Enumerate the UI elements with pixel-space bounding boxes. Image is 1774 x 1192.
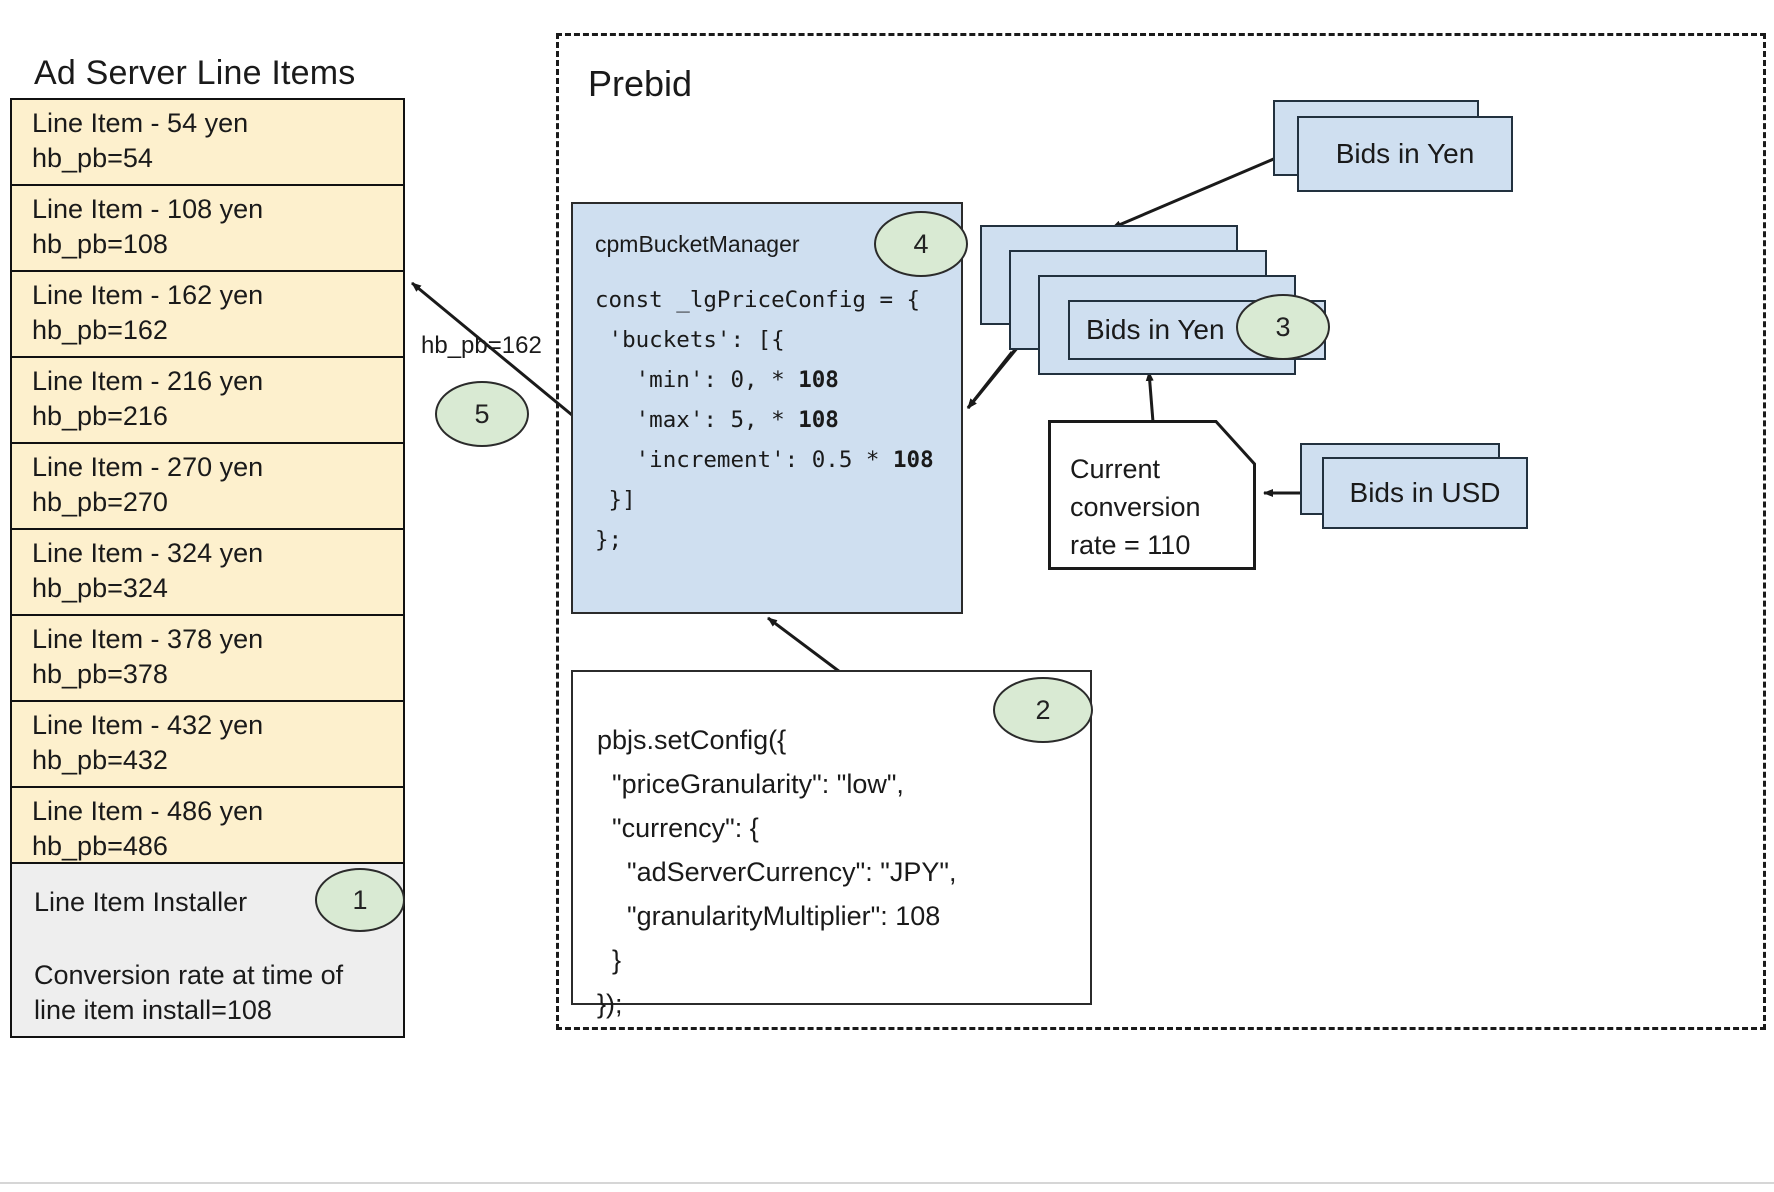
step-badge-3: 3	[1236, 294, 1330, 360]
bids-in-yen-stack-label: Bids in Yen	[1086, 314, 1225, 345]
line-item-name: Line Item - 432 yen	[32, 710, 264, 740]
list-item[interactable]: Line Item - 162 yen hb_pb=162	[12, 272, 403, 358]
line-item-name: Line Item - 378 yen	[32, 624, 264, 654]
step-badge-2: 2	[993, 677, 1093, 743]
bids-in-usd-label: Bids in USD	[1349, 477, 1501, 508]
line-item-name: Line Item - 486 yen	[32, 796, 264, 826]
cpm-bucket-manager-header: cpmBucketManager	[595, 231, 800, 257]
line-item-list: Line Item - 54 yen hb_pb=54 Line Item - …	[10, 98, 405, 960]
line-item-name: Line Item - 324 yen	[32, 538, 264, 568]
line-item-key: hb_pb=54	[32, 143, 153, 173]
line-item-key: hb_pb=486	[32, 831, 168, 861]
line-item-key: hb_pb=378	[32, 659, 168, 689]
note-line-3: rate = 110	[1070, 530, 1191, 560]
list-item[interactable]: Line Item - 216 yen hb_pb=216	[12, 358, 403, 444]
card-front[interactable]: Bids in USD	[1322, 457, 1528, 529]
set-config-box: pbjs.setConfig({ "priceGranularity": "lo…	[571, 670, 1092, 1019]
line-item-name: Line Item - 162 yen	[32, 280, 264, 310]
line-item-key: hb_pb=162	[32, 315, 168, 345]
conversion-rate-note: Current conversion rate = 110	[1048, 420, 1256, 570]
list-item[interactable]: Line Item - 432 yen hb_pb=432	[12, 702, 403, 788]
bids-in-yen-incoming-stack: Bids in Yen	[1273, 100, 1513, 192]
list-item[interactable]: Line Item - 486 yen hb_pb=486	[12, 788, 403, 874]
line-item-key: hb_pb=108	[32, 229, 168, 259]
line-item-key: hb_pb=270	[32, 487, 168, 517]
bids-in-yen-incoming-label: Bids in Yen	[1335, 138, 1475, 169]
note-line-2: conversion	[1070, 492, 1201, 522]
edge-label-hb-pb: hb_pb=162	[421, 332, 542, 359]
prebid-container	[556, 33, 1766, 1030]
list-item[interactable]: Line Item - 108 yen hb_pb=108	[12, 186, 403, 272]
line-item-name: Line Item - 54 yen	[32, 108, 249, 138]
prebid-title: Prebid	[588, 63, 693, 104]
line-item-name: Line Item - 108 yen	[32, 194, 264, 224]
ad-server-line-items-title: Ad Server Line Items	[34, 54, 356, 92]
step-badge-4: 4	[874, 211, 968, 277]
installer-note-line-1: Conversion rate at time of	[34, 960, 344, 990]
list-item[interactable]: Line Item - 324 yen hb_pb=324	[12, 530, 403, 616]
cpm-bucket-manager-code: const _lgPriceConfig = { 'buckets': [{ '…	[595, 287, 934, 553]
bids-in-yen-stack: Bids in Yen	[980, 225, 1326, 375]
line-item-key: hb_pb=432	[32, 745, 168, 775]
note-line-1: Current	[1070, 454, 1161, 484]
note-text: Current conversion rate = 110	[1070, 450, 1201, 564]
installer-note-line-2: line item install=108	[34, 995, 272, 1025]
note-shape-icon	[1048, 420, 1256, 570]
step-badge-1: 1	[315, 868, 405, 932]
installer-title: Line Item Installer	[34, 887, 248, 917]
line-item-name: Line Item - 270 yen	[32, 452, 264, 482]
list-item[interactable]: Line Item - 378 yen hb_pb=378	[12, 616, 403, 702]
bids-in-usd-stack: Bids in USD	[1300, 443, 1528, 529]
bottom-divider	[0, 1182, 1774, 1184]
set-config-code: pbjs.setConfig({ "priceGranularity": "lo…	[597, 725, 957, 1019]
step-badge-5: 5	[435, 381, 529, 447]
cpm-bucket-manager-box: cpmBucketManager const _lgPriceConfig = …	[571, 202, 963, 614]
list-item[interactable]: Line Item - 54 yen hb_pb=54	[12, 100, 403, 186]
card-front[interactable]: Bids in Yen	[1297, 116, 1513, 192]
line-item-key: hb_pb=216	[32, 401, 168, 431]
list-item[interactable]: Line Item - 270 yen hb_pb=270	[12, 444, 403, 530]
line-item-key: hb_pb=324	[32, 573, 168, 603]
line-item-name: Line Item - 216 yen	[32, 366, 264, 396]
